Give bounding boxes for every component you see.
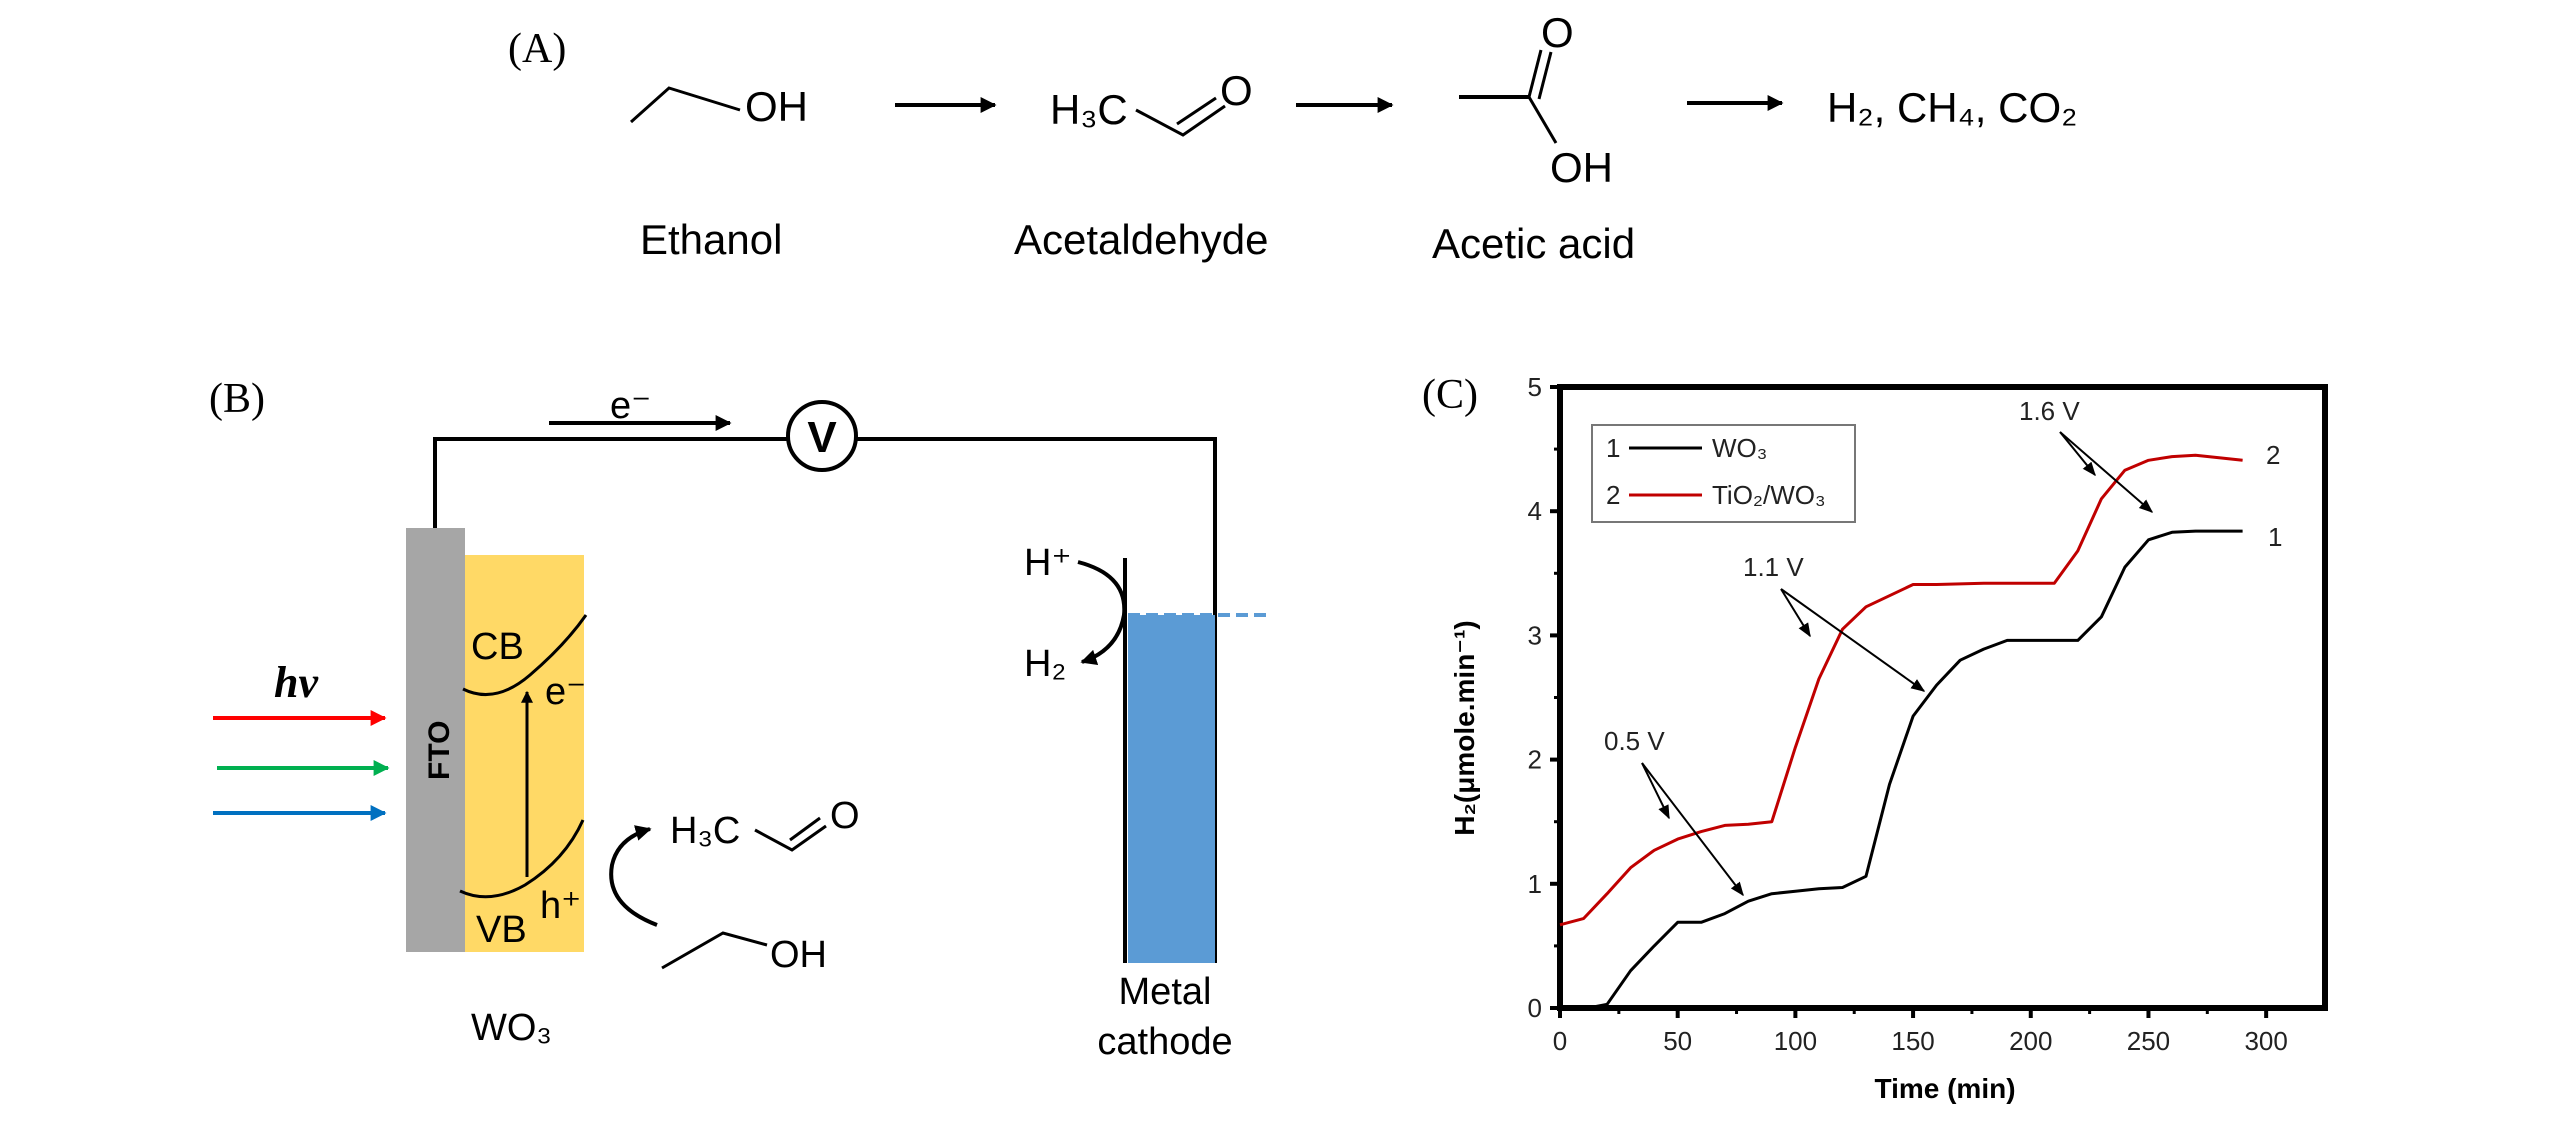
series-line-wo3 xyxy=(1560,529,2243,1010)
reactant-ethanol-oh: OH xyxy=(770,934,827,976)
acetic-double-bond-b xyxy=(1537,51,1553,100)
series-lines xyxy=(1559,453,2243,1010)
x-axis-label: Time (min) xyxy=(1874,1073,2015,1104)
annotation-0-5v-arrow-red xyxy=(1641,762,1670,820)
voltmeter-label: V xyxy=(807,413,837,462)
label-acetaldehyde: Acetaldehyde xyxy=(1014,216,1269,263)
legend-index-1: 1 xyxy=(1606,433,1620,463)
legend-box xyxy=(1591,424,1856,523)
photoanode-label: WO₃ xyxy=(471,1007,552,1049)
ethanol-oh: OH xyxy=(745,83,808,130)
ethanol-structure: OH xyxy=(629,83,808,130)
label-acetic-acid: Acetic acid xyxy=(1432,220,1635,267)
axis-ticks: 0 50 100 150 200 250 300 0 1 2 3 4 5 xyxy=(1528,372,2288,1056)
acetic-oh: OH xyxy=(1550,144,1613,191)
label-ethanol: Ethanol xyxy=(640,216,782,263)
acetaldehyde-bonds xyxy=(1135,104,1226,137)
panel-label-c: (C) xyxy=(1422,372,1478,418)
acetic-acid-structure: O OH xyxy=(1459,9,1613,191)
electron-label: e⁻ xyxy=(545,671,586,713)
annotation-1-6v-arrow-red xyxy=(2059,431,2096,477)
valence-band-curve xyxy=(459,819,585,899)
annotation-0-5v: 0.5 V xyxy=(1604,726,1665,756)
wire-anode xyxy=(433,437,788,530)
vb-label: VB xyxy=(476,909,527,951)
y-axis-label: H₂(μmole.min⁻¹) xyxy=(1449,620,1480,835)
proton-label: H⁺ xyxy=(1024,542,1072,584)
oxidation-product-double-bond xyxy=(789,816,821,842)
acetic-oh-bond xyxy=(1527,96,1558,144)
reduction-arrow xyxy=(1077,560,1127,666)
reactant-ethanol-bonds xyxy=(661,931,768,970)
x-tick-label: 250 xyxy=(2127,1026,2170,1056)
acetaldehyde-double-bond xyxy=(1176,96,1217,126)
voltmeter xyxy=(786,400,858,472)
electron-flow-label: e⁻ xyxy=(610,385,651,427)
x-tick-label: 50 xyxy=(1663,1026,1692,1056)
legend-index-2: 2 xyxy=(1606,480,1620,510)
y-tick-label: 3 xyxy=(1528,620,1542,650)
annotation-1-6v: 1.6 V xyxy=(2019,396,2080,426)
x-tick-label: 0 xyxy=(1553,1026,1567,1056)
x-tick-label: 300 xyxy=(2244,1026,2287,1056)
cathode-label-line2: cathode xyxy=(1097,1021,1232,1063)
annotation-1-6v-arrow-black xyxy=(2059,431,2154,513)
y-tick-label: 2 xyxy=(1528,745,1542,775)
voltage-annotations: 0.5 V 1.1 V 1.6 V xyxy=(1604,396,2154,897)
acetic-double-bond-a xyxy=(1527,49,1543,98)
fto-layer xyxy=(406,528,465,952)
acetaldehyde-structure: H₃C O xyxy=(1050,67,1253,137)
oxidation-product-bonds xyxy=(754,824,827,852)
fto-label: FTO xyxy=(423,721,456,780)
end-label-series-1: 1 xyxy=(2268,522,2282,552)
conduction-band-curve xyxy=(462,614,588,697)
end-label-series-2: 2 xyxy=(2266,440,2280,470)
x-tick-label: 150 xyxy=(1891,1026,1934,1056)
products: H₂, CH₄, CO₂ xyxy=(1827,84,2077,131)
y-tick-label: 4 xyxy=(1528,496,1542,526)
cathode-label-line1: Metal xyxy=(1119,971,1212,1013)
oxidation-product-o: O xyxy=(830,795,860,837)
y-tick-label: 0 xyxy=(1528,993,1542,1023)
legend: 1 WO₃ 2 TiO₂/WO₃ xyxy=(1591,424,1856,523)
annotation-1-1v-arrow-red xyxy=(1780,588,1811,638)
acetaldehyde-o: O xyxy=(1220,67,1253,114)
cb-label: CB xyxy=(471,626,524,668)
electrolyte xyxy=(1128,615,1215,963)
hydrogen-label: H₂ xyxy=(1024,643,1066,685)
hole-label: h⁺ xyxy=(540,885,581,927)
panel-label-b: (B) xyxy=(209,376,265,422)
legend-label-tio2-wo3: TiO₂/WO₃ xyxy=(1712,480,1826,510)
annotation-1-1v-arrow-black xyxy=(1780,588,1926,692)
series-line-tio2-wo3 xyxy=(1559,453,2243,927)
panel-a-reaction-scheme: (A) OH H₃C O O OH H₂, CH₄, CO₂ Ethanol A… xyxy=(508,9,2077,267)
acetaldehyde-h3c: H₃C xyxy=(1050,86,1128,133)
oxidation-product-h3c: H₃C xyxy=(670,810,740,852)
legend-label-wo3: WO₃ xyxy=(1712,433,1767,463)
x-tick-label: 100 xyxy=(1774,1026,1817,1056)
panel-c-chart: (C) 0 50 100 150 200 250 300 0 1 2 3 4 5 H₂(μmole.mi… xyxy=(1422,372,2328,1104)
ethanol-bonds xyxy=(629,86,741,124)
light-label: hv xyxy=(274,658,318,707)
y-tick-label: 5 xyxy=(1528,372,1542,402)
panel-label-a: (A) xyxy=(508,26,566,72)
annotation-1-1v: 1.1 V xyxy=(1743,552,1804,582)
acetic-o: O xyxy=(1541,9,1574,56)
panel-b-pec-cell: (B) V e⁻ FTO CB e⁻ h⁺ VB hv WO₃ H₃C O OH xyxy=(209,376,1267,1063)
annotation-0-5v-arrow-black xyxy=(1641,762,1744,897)
y-tick-label: 1 xyxy=(1528,869,1542,899)
x-tick-label: 200 xyxy=(2009,1026,2052,1056)
oxidation-arrow xyxy=(609,825,658,927)
